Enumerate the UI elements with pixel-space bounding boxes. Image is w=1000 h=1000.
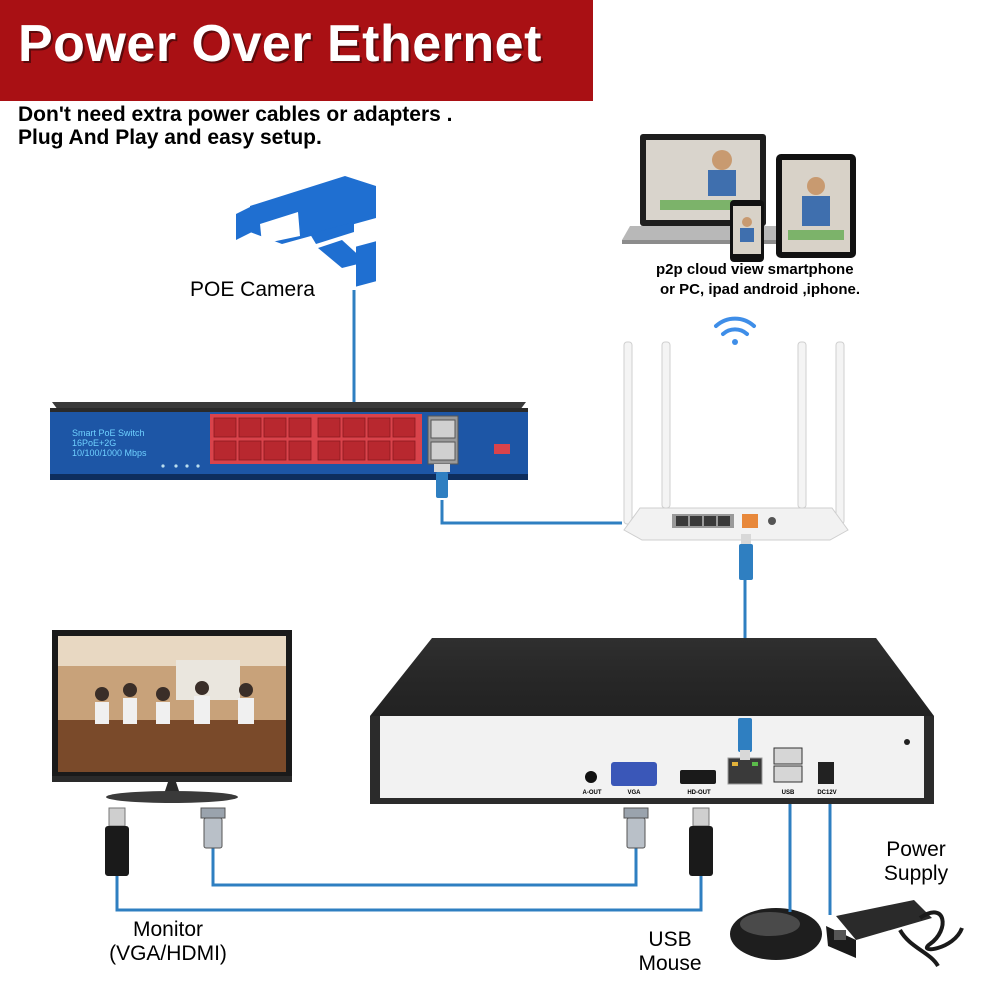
subtitle-line-2: Plug And Play and easy setup.: [18, 126, 322, 149]
camera-icon: [236, 176, 376, 287]
camera-label: POE Camera: [190, 278, 315, 301]
power-label-line-1: Power: [886, 838, 946, 861]
router-icon: [623, 341, 849, 541]
port-label-vga: VGA: [627, 790, 641, 796]
title-banner: [0, 0, 593, 101]
switch-model-line-1: Smart PoE Switch: [72, 428, 145, 438]
mouse-label-line-1: USB: [648, 928, 692, 951]
power-label-line-2: Supply: [883, 862, 949, 885]
switch-model-line-3: 10/100/1000 Mbps: [72, 448, 147, 458]
rj45-connector-switch: [434, 464, 450, 498]
power-adapter-icon: [826, 900, 964, 968]
vga-connector-left: [200, 807, 226, 849]
poe-switch: [50, 402, 528, 480]
cloud-label-line-1: p2p cloud view smartphone: [656, 261, 854, 278]
monitor-icon: [52, 630, 292, 803]
vga-connector-right: [623, 807, 649, 849]
wifi-icon: [714, 316, 756, 345]
port-label-aout: A-OUT: [582, 790, 602, 796]
hdmi-connector-left: [105, 807, 129, 876]
rj45-connector-router: [739, 534, 753, 580]
cables: [115, 290, 832, 915]
switch-router-cable: [440, 500, 622, 525]
cloud-label-line-2: or PC, ipad android ,iphone.: [660, 281, 861, 298]
monitor-label-line-1: Monitor: [132, 918, 204, 941]
mouse-icon: [730, 904, 822, 960]
vga-cable: [211, 848, 638, 887]
hdmi-connector-right: [689, 807, 713, 876]
hdmi-cable: [115, 876, 703, 912]
switch-model-line-2: 16PoE+2G: [72, 438, 117, 448]
mouse-label-line-2: Mouse: [638, 952, 702, 975]
port-label-dc: DC12V: [817, 790, 837, 796]
smartphone-icon: [730, 200, 764, 262]
port-label-usb: USB: [781, 790, 795, 796]
page-title: Power Over Ethernet: [18, 15, 542, 73]
nvr-recorder: [370, 638, 934, 804]
port-label-hdout: HD-OUT: [687, 790, 711, 796]
tablet-icon: [776, 154, 856, 258]
monitor-label-line-2: (VGA/HDMI): [109, 942, 227, 965]
rj45-connector-nvr: [738, 718, 752, 760]
subtitle-line-1: Don't need extra power cables or adapter…: [18, 103, 453, 126]
